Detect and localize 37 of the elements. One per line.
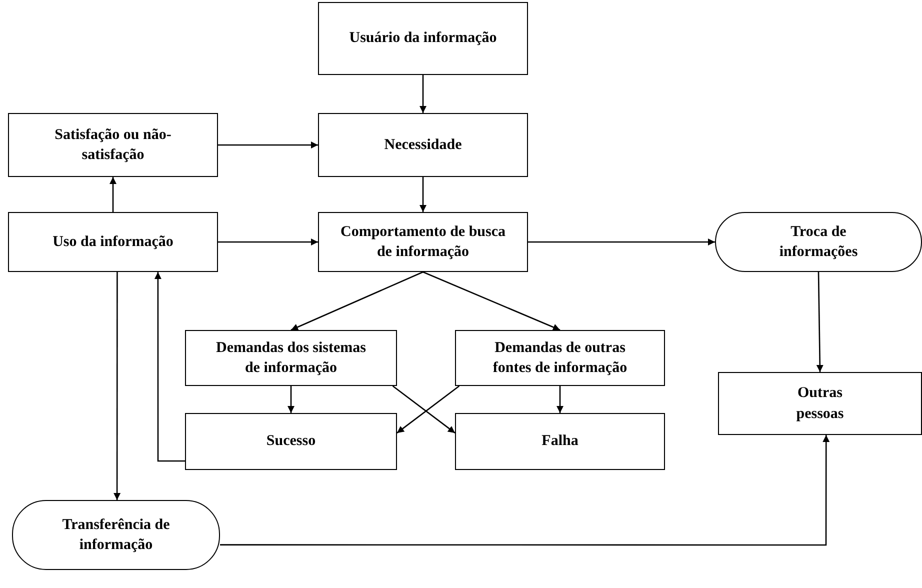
node-label: Sucesso [266, 432, 316, 452]
arrow [288, 386, 294, 413]
arrow [528, 238, 715, 246]
process-box [8, 212, 218, 272]
node-label: Satisfação ou não-satisfação [54, 126, 172, 165]
process-box [318, 2, 528, 75]
arrow [420, 75, 426, 113]
arrow [220, 435, 830, 546]
process-box [455, 330, 665, 386]
process-box [718, 372, 922, 435]
arrow [422, 271, 560, 331]
process-box [185, 330, 397, 386]
arrow [290, 271, 424, 331]
node-label: Transferência de informação [61, 516, 171, 555]
node-label: Demandas de outras fontes de informação [492, 338, 628, 378]
arrow [110, 177, 116, 212]
arrow [154, 272, 185, 462]
arrow [114, 272, 121, 500]
node-label: Comportamento de busca de informação [340, 222, 506, 262]
node-label: Falha [542, 432, 578, 452]
arrow [218, 142, 318, 148]
process-box [318, 212, 528, 272]
process-box [8, 113, 218, 177]
process-box [318, 113, 528, 177]
node-label: Necessidade [384, 136, 462, 155]
node-label: Usuário da informação [349, 29, 497, 48]
process-box [185, 413, 397, 470]
node-label: Outras pessoas [795, 384, 845, 424]
node-label: Troca de informações [778, 222, 859, 262]
arrow [218, 238, 318, 246]
arrow [816, 272, 824, 372]
arrow [556, 386, 564, 413]
node-label: Uso da informação [52, 232, 174, 252]
node-label: Demandas dos sistemas de informação [214, 338, 367, 378]
process-box [455, 413, 665, 470]
terminal-shape [715, 212, 922, 272]
arrow [420, 177, 426, 212]
